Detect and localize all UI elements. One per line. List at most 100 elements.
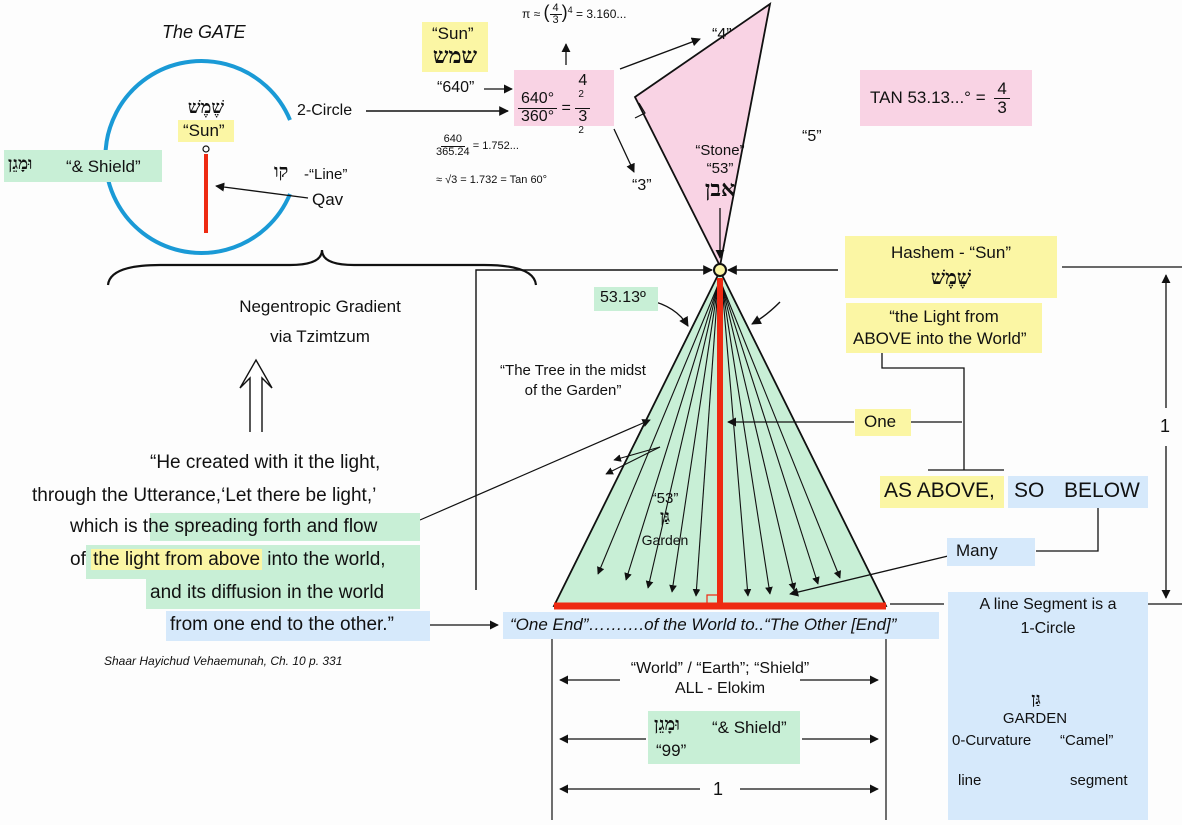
quote-hl-bg-4 [166,611,430,641]
segment-word: segment [1070,772,1128,789]
hashem-box [845,236,1057,298]
quote-line-6: from one end to the other.” [170,614,394,635]
side-5-label: “5” [802,128,822,145]
quote-line-1: “He created with it the light, [150,452,381,473]
angle-label-box [594,287,658,311]
garden-label: Garden [641,532,689,548]
quote-hl-bg-1 [150,513,420,541]
segment-zero-curvature: 0-Curvature [952,732,1032,749]
dim-bottom-label: 1 [713,779,724,799]
brace [106,249,538,286]
ratio-exp-2: 2 [578,124,584,136]
tan-label: TAN 53.13...° = [870,87,986,107]
one-end-bg [503,612,939,639]
year-root: ≈ √3 = 1.732 = Tan 60° [436,174,548,186]
gradient-line-2: via Tzimtzum [270,327,370,346]
quote-line-4-post: into the world, [267,549,386,570]
below-label: BELOW [1064,479,1140,502]
qav-arrow [215,182,309,199]
segment-hebrew: גַּן [1031,689,1041,708]
garden-number: “53” [651,490,679,507]
qav-hebrew: קו [274,161,289,182]
arrow-side-3 [613,128,635,173]
light-rest: into the World” [911,329,1027,348]
quote-connector-1 [419,419,651,521]
angle-arrow-right [751,301,781,325]
world-line-2: ALL - Elokim [674,680,766,697]
sun-box-hebrew: שמש [432,43,478,69]
many-label: Many [956,541,998,560]
one-box [855,409,911,436]
shield-box [648,711,800,764]
one-label: One [864,412,897,431]
two-circle-label: 2-Circle [297,102,353,119]
segment-line-2: 1-Circle [1020,620,1076,637]
light-from-above-box [846,303,1042,353]
base-right-angle [706,594,718,606]
segment-line-1: A line Segment is a [979,596,1117,613]
as-above-label: AS ABOVE, [884,479,995,502]
quote-line-4-pre: of [70,549,86,570]
gate-title: The GATE [162,22,246,42]
quote-source: Shaar Hayichud Vehaemunah, Ch. 10 p. 331 [104,654,343,668]
value-640: “640” [437,79,475,96]
stone-triangle [633,2,772,269]
light-box-connector [881,350,965,470]
segment-box-bg [948,592,1148,820]
hashem-hebrew: שֶׁמֶשׁ [930,265,972,289]
stone-number: “53” [706,160,734,177]
quote-hl-bg-3 [146,579,420,609]
above-word: ABOVE [853,329,912,348]
hashem-label: Hashem - “Sun” [891,243,1011,262]
pi-prefix: π ≈ [522,7,541,21]
gradient-line-1: Negentropic Gradient [239,297,401,316]
quote-line-3-hl: the spreading forth and flow [142,516,378,537]
tree-label-line1: “The Tree in the midst [500,362,646,379]
gate-sun-label: “Sun” [183,121,225,140]
gate-shield-hebrew: וּמָגֵן [8,154,33,174]
gate-sun-hebrew: שֶׁמֶשׁ [187,97,225,118]
shield-label: “& Shield” [712,718,787,737]
light-rays [597,284,841,597]
qav-label: Qav [312,190,344,209]
angle-label: 53.13º [600,289,646,306]
sun-box-label: “Sun” [432,24,474,43]
segment-line-word: line [958,772,982,789]
gate-shield-label: “& Shield” [66,157,141,176]
apex-left-line [475,265,713,590]
pi-suffix: = 3.160... [576,7,627,21]
many-connector [1036,504,1099,552]
quote-line-2: through the Utterance,‘Let there be ligh… [32,485,377,506]
year-den: 365.24 [436,145,470,158]
ratio-rhs-num: 4 [578,72,588,89]
tan-den: 3 [997,97,1007,117]
ratio-num: 640° [518,90,558,109]
pi-num: 4 [549,2,562,16]
tree-label-line2: of the Garden” [524,382,622,399]
stone-hebrew: אבן [704,176,736,202]
pi-den: 3 [552,14,559,27]
one-end-label: “One End”……….of the World to..“The Other… [510,615,897,634]
stone-label: “Stone” [695,142,745,159]
ratio-box [514,70,614,126]
shield-hebrew: וּמָגֵן [654,714,680,735]
garden-hebrew: גַּן [660,507,670,527]
apex-point [713,263,727,277]
ratio-den: 360° [521,107,555,125]
gate-shield-box [4,150,162,182]
segment-camel: “Camel” [1060,732,1114,749]
ratio-rhs-den: 3 [578,107,588,125]
sun-box [422,22,488,72]
year-result: = 1.752... [472,139,519,152]
tan-num: 4 [994,80,1010,99]
dim-right-label: 1 [1160,416,1171,436]
light-from-above-line2: ABOVE into the World” [853,329,1027,349]
many-box [947,538,1035,566]
quote-line-3-pre: which is [70,516,138,537]
light-from-above-line1: “the Light from [889,307,999,326]
side-4-label: “4” [712,26,732,43]
